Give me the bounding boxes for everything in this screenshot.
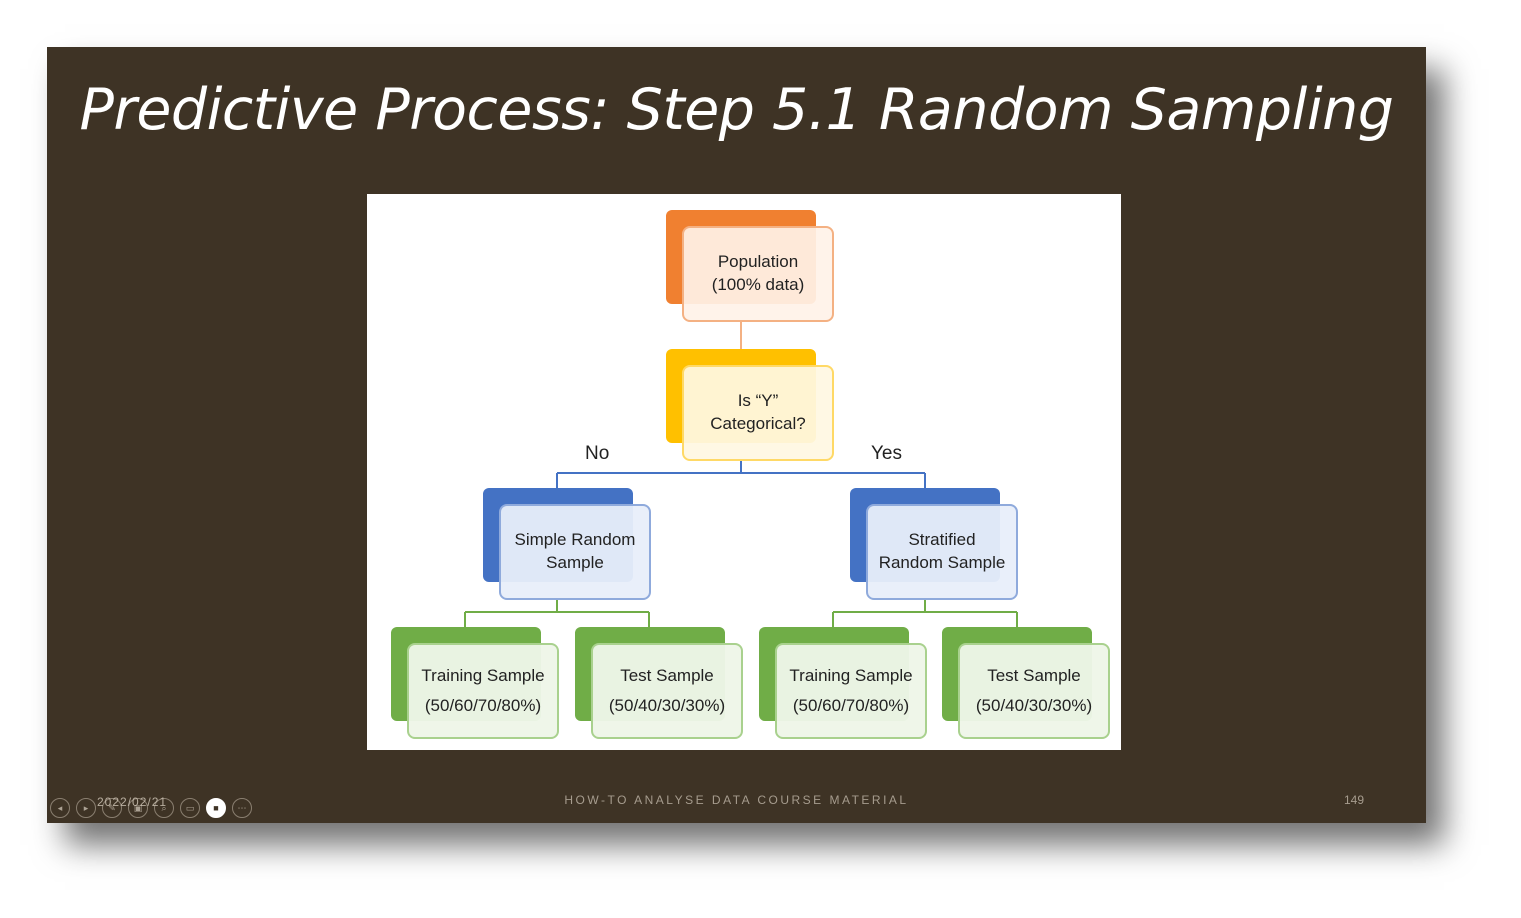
slide-title: Predictive Process: Step 5.1 Random Samp… <box>79 77 1394 143</box>
population-node: Population (100% data) <box>666 210 834 322</box>
stratified-node-line1: Stratified <box>908 530 976 550</box>
population-node-line1: Population <box>717 252 799 272</box>
simple-random-sample-node: Simple Random Sample <box>483 488 651 600</box>
population-node-line2: (100% data) <box>711 275 805 294</box>
camera-icon[interactable]: ■ <box>206 798 226 818</box>
footer-text: HOW-TO ANALYSE DATA COURSE MATERIAL <box>564 793 909 807</box>
test-left-line1: Test Sample <box>620 666 714 686</box>
train-right-line1: Training Sample <box>789 666 913 686</box>
connector-lines <box>464 320 1018 627</box>
train-left-line1: Training Sample <box>421 666 545 686</box>
page-number: 149 <box>1344 793 1365 807</box>
test-sample-right-node: Test Sample (50/40/30/30%) <box>942 627 1110 739</box>
pen-icon[interactable]: ✎ <box>102 798 122 818</box>
decision-node: Is “Y” Categorical? <box>666 349 834 461</box>
slides-grid-icon[interactable]: ▣ <box>128 798 148 818</box>
presenter-toolbar: ◂ ▸ ✎ ▣ ⌕ ▭ ■ ⋯ <box>50 798 252 818</box>
decision-node-line2: Categorical? <box>710 414 806 433</box>
training-sample-left-node: Training Sample (50/60/70/80%) <box>391 627 559 739</box>
subtitles-icon[interactable]: ▭ <box>180 798 200 818</box>
train-right-line2: (50/60/70/80%) <box>792 696 910 715</box>
next-slide-icon[interactable]: ▸ <box>76 798 96 818</box>
stratified-random-sample-node: Stratified Random Sample <box>850 488 1018 600</box>
training-sample-right-node: Training Sample (50/60/70/80%) <box>759 627 927 739</box>
slide: Predictive Process: Step 5.1 Random Samp… <box>47 47 1426 823</box>
test-sample-left-node: Test Sample (50/40/30/30%) <box>575 627 743 739</box>
test-right-line1: Test Sample <box>987 666 1081 686</box>
branch-label-yes: Yes <box>871 443 902 464</box>
zoom-icon[interactable]: ⌕ <box>154 798 174 818</box>
branch-label-no: No <box>585 443 610 464</box>
test-left-line2: (50/40/30/30%) <box>608 696 726 715</box>
decision-node-line1: Is “Y” <box>737 391 779 411</box>
previous-slide-icon[interactable]: ◂ <box>50 798 70 818</box>
diagram-panel: No Yes Population (100% data) Is “Y” Cat… <box>367 194 1121 750</box>
simple-node-line1: Simple Random <box>514 530 636 550</box>
train-left-line2: (50/60/70/80%) <box>424 696 542 715</box>
stratified-node-line2: Random Sample <box>878 553 1006 572</box>
more-icon[interactable]: ⋯ <box>232 798 252 818</box>
test-right-line2: (50/40/30/30%) <box>975 696 1093 715</box>
simple-node-line2: Sample <box>546 553 604 572</box>
